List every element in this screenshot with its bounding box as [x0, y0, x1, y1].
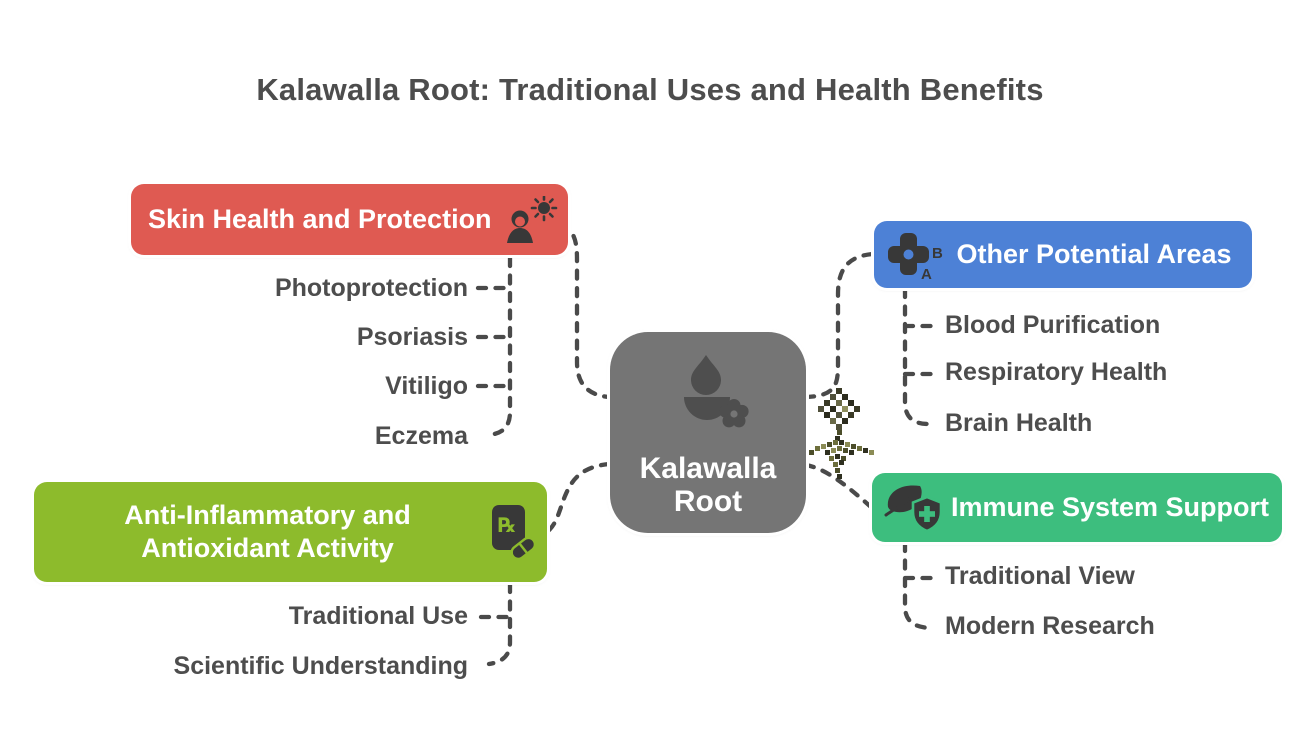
subtopic-traditional-view: Traditional View — [945, 562, 1135, 590]
node-anti-inflammatory-label: Anti-Inflammatory and Antioxidant Activi… — [124, 500, 411, 563]
subtopic-vitiligo: Vitiligo — [385, 372, 468, 400]
pixelated-root-image — [809, 430, 874, 479]
subtopic-respiratory-health: Respiratory Health — [945, 358, 1168, 386]
subtopic-eczema: Eczema — [374, 422, 468, 450]
connector-center-to-antiinflammatory — [544, 461, 612, 535]
subtopic-photoprotection: Photoprotection — [274, 274, 468, 302]
connector-center-to-other-areas — [803, 251, 876, 400]
herb-bowl-flame-flower-icon — [684, 355, 749, 428]
node-immune-system-support: Immune System Support — [872, 473, 1282, 542]
node-skin-health: Skin Health and Protection — [131, 184, 568, 255]
center-label-line2: Root — [673, 485, 743, 518]
subtopic-modern-research: Modern Research — [945, 612, 1155, 640]
subtopic-traditional-use: Traditional Use — [288, 602, 468, 630]
connector-immune-subtree — [902, 540, 935, 631]
center-label-line1: Kalawalla — [639, 452, 777, 485]
node-other-potential-areas: B A Other Potential Areas — [874, 221, 1252, 288]
prescription-rx-pill-icon: ℞ — [492, 505, 537, 561]
node-immune-system-support-label: Immune System Support — [950, 492, 1270, 522]
connector-skin-subtree — [475, 255, 513, 438]
connector-antiinflammatory-subtree — [478, 581, 513, 667]
node-other-potential-areas-label: Other Potential Areas — [956, 239, 1232, 269]
svg-text:B: B — [932, 245, 943, 262]
connector-other-areas-subtree — [902, 286, 935, 427]
node-anti-inflammatory: Anti-Inflammatory and Antioxidant Activi… — [34, 482, 547, 582]
subtopic-psoriasis: Psoriasis — [356, 323, 468, 351]
leaf-shield-plus-icon — [884, 484, 943, 532]
subtopic-scientific-understanding: Scientific Understanding — [173, 652, 468, 680]
gamepad-icon: B A — [888, 232, 943, 280]
pixelated-diamond-image — [818, 388, 860, 430]
subtopic-blood-purification: Blood Purification — [945, 311, 1161, 339]
subtopic-brain-health: Brain Health — [945, 409, 1093, 437]
node-skin-health-label: Skin Health and Protection — [148, 204, 492, 234]
diagram-title: Kalawalla Root: Traditional Uses and Hea… — [256, 72, 1044, 107]
connector-center-to-immune — [803, 462, 874, 510]
svg-text:A: A — [921, 266, 932, 280]
node-kalawalla-root: Kalawalla Root — [610, 332, 806, 533]
person-sun-icon — [507, 195, 558, 243]
svg-text:℞: ℞ — [498, 513, 516, 537]
